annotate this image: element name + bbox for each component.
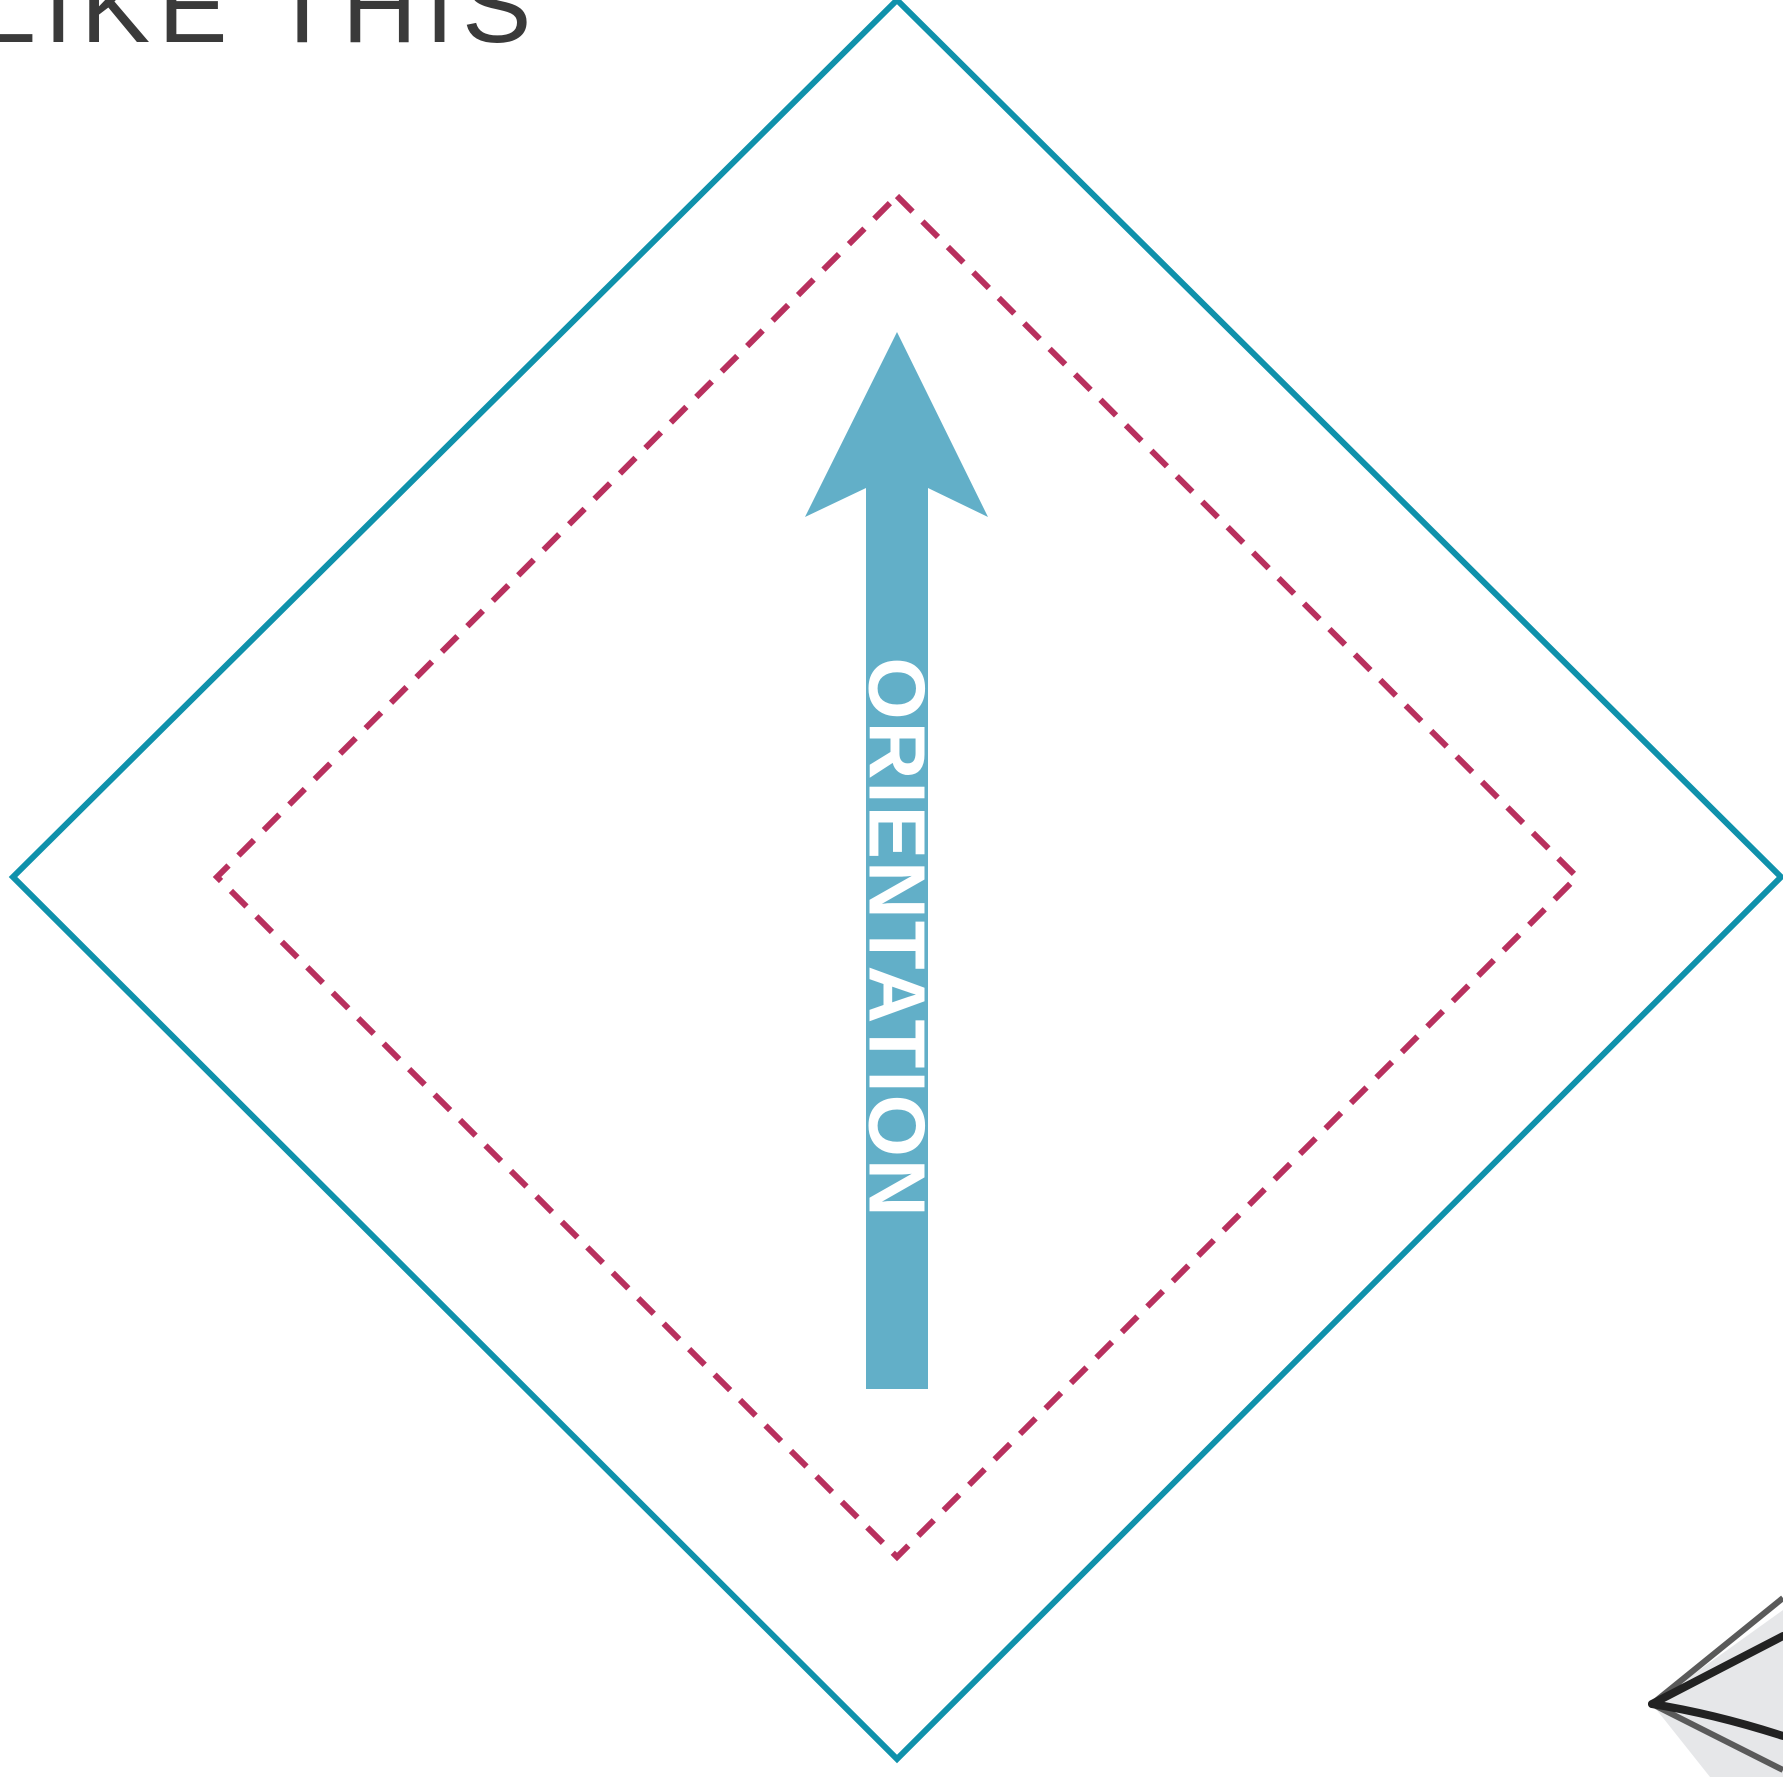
title-text: LIKE THIS (0, 0, 539, 65)
corner-object-edge-upper (1648, 1632, 1783, 1708)
corner-object-edge-upper-light (1650, 1595, 1783, 1707)
arrow-shaft (866, 486, 928, 1389)
orientation-arrow: ORIENTATION (805, 332, 988, 1389)
arrow-head-icon (805, 332, 988, 517)
corner-object-edge-lower-light (1650, 1701, 1783, 1773)
outer-diamond (8, 0, 1783, 1764)
inner-diamond-dashed (212, 191, 1582, 1562)
corner-object (1648, 1595, 1783, 1777)
corner-object-edge-lower (1648, 1700, 1783, 1740)
arrow-label: ORIENTATION (853, 657, 942, 1218)
